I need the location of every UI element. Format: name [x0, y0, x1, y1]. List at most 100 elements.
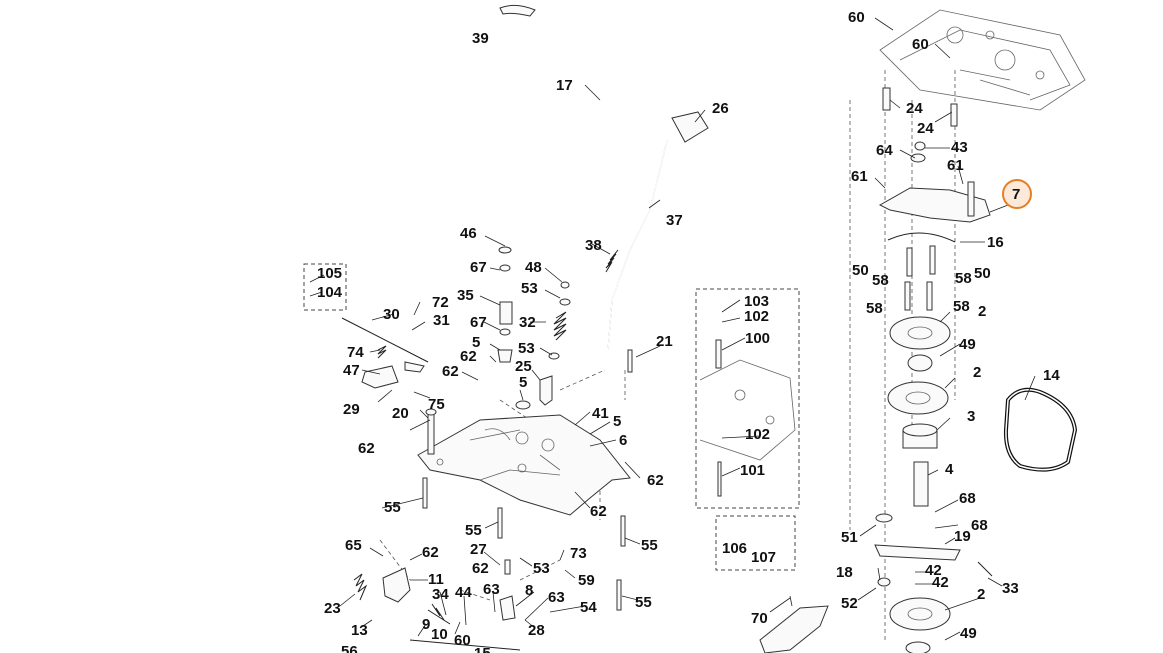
label-7[interactable]: 7 — [1012, 186, 1020, 203]
label-35[interactable]: 35 — [457, 287, 474, 304]
label-62[interactable]: 62 — [590, 503, 607, 520]
label-62[interactable]: 62 — [460, 348, 477, 365]
label-107[interactable]: 107 — [751, 549, 776, 566]
label-6[interactable]: 6 — [619, 432, 627, 449]
label-61[interactable]: 61 — [947, 157, 964, 174]
label-105[interactable]: 105 — [317, 265, 342, 282]
label-67[interactable]: 67 — [470, 314, 487, 331]
label-58[interactable]: 58 — [955, 270, 972, 287]
highlight-callout-7[interactable] — [1002, 179, 1032, 209]
label-53[interactable]: 53 — [521, 280, 538, 297]
label-55[interactable]: 55 — [641, 537, 658, 554]
label-49[interactable]: 49 — [959, 336, 976, 353]
label-58[interactable]: 58 — [953, 298, 970, 315]
label-28[interactable]: 28 — [528, 622, 545, 639]
label-18[interactable]: 18 — [836, 564, 853, 581]
label-74[interactable]: 74 — [347, 344, 364, 361]
label-2[interactable]: 2 — [973, 364, 981, 381]
label-60[interactable]: 60 — [848, 9, 865, 26]
label-9[interactable]: 9 — [422, 616, 430, 633]
label-60[interactable]: 60 — [912, 36, 929, 53]
label-49[interactable]: 49 — [960, 625, 977, 642]
label-50[interactable]: 50 — [974, 265, 991, 282]
label-62[interactable]: 62 — [358, 440, 375, 457]
label-63[interactable]: 63 — [548, 589, 565, 606]
label-38[interactable]: 38 — [585, 237, 602, 254]
label-2[interactable]: 2 — [978, 303, 986, 320]
label-16[interactable]: 16 — [987, 234, 1004, 251]
label-103[interactable]: 103 — [744, 293, 769, 310]
label-102[interactable]: 102 — [744, 308, 769, 325]
label-61[interactable]: 61 — [851, 168, 868, 185]
label-5[interactable]: 5 — [519, 374, 527, 391]
label-33[interactable]: 33 — [1002, 580, 1019, 597]
label-39[interactable]: 39 — [472, 30, 489, 47]
label-5[interactable]: 5 — [613, 413, 621, 430]
label-3[interactable]: 3 — [967, 408, 975, 425]
label-60[interactable]: 60 — [454, 632, 471, 649]
label-23[interactable]: 23 — [324, 600, 341, 617]
label-62[interactable]: 62 — [647, 472, 664, 489]
label-42[interactable]: 42 — [925, 562, 942, 579]
label-54[interactable]: 54 — [580, 599, 597, 616]
label-62[interactable]: 62 — [442, 363, 459, 380]
label-47[interactable]: 47 — [343, 362, 360, 379]
label-65[interactable]: 65 — [345, 537, 362, 554]
label-27[interactable]: 27 — [470, 541, 487, 558]
label-8[interactable]: 8 — [525, 582, 533, 599]
label-104[interactable]: 104 — [317, 284, 343, 301]
label-29[interactable]: 29 — [343, 401, 360, 418]
label-44[interactable]: 44 — [455, 584, 472, 601]
label-30[interactable]: 30 — [383, 306, 400, 323]
label-55[interactable]: 55 — [635, 594, 652, 611]
label-51[interactable]: 51 — [841, 529, 858, 546]
label-4[interactable]: 4 — [945, 461, 954, 478]
label-43[interactable]: 43 — [951, 139, 968, 156]
label-75[interactable]: 75 — [428, 396, 445, 413]
label-72[interactable]: 72 — [432, 294, 449, 311]
label-26[interactable]: 26 — [712, 100, 729, 117]
label-106[interactable]: 106 — [722, 540, 747, 557]
label-5[interactable]: 5 — [472, 334, 480, 351]
label-11[interactable]: 11 — [428, 571, 444, 588]
label-41[interactable]: 41 — [592, 405, 609, 422]
label-56[interactable]: 56 — [341, 643, 358, 653]
label-59[interactable]: 59 — [578, 572, 595, 589]
label-62[interactable]: 62 — [472, 560, 489, 577]
label-20[interactable]: 20 — [392, 405, 409, 422]
label-52[interactable]: 52 — [841, 595, 858, 612]
label-21[interactable]: 21 — [656, 333, 673, 350]
label-42[interactable]: 42 — [932, 574, 949, 591]
label-101[interactable]: 101 — [740, 462, 765, 479]
label-102[interactable]: 102 — [745, 426, 770, 443]
label-70[interactable]: 70 — [751, 610, 768, 627]
label-46[interactable]: 46 — [460, 225, 477, 242]
label-32[interactable]: 32 — [519, 314, 536, 331]
label-55[interactable]: 55 — [384, 499, 401, 516]
label-100[interactable]: 100 — [745, 330, 770, 347]
label-2[interactable]: 2 — [977, 586, 985, 603]
label-25[interactable]: 25 — [515, 358, 532, 375]
label-24[interactable]: 24 — [917, 120, 934, 137]
label-10[interactable]: 10 — [431, 626, 448, 643]
label-64[interactable]: 64 — [876, 142, 893, 159]
label-14[interactable]: 14 — [1043, 367, 1060, 384]
label-17[interactable]: 17 — [556, 77, 573, 94]
label-19[interactable]: 19 — [954, 528, 971, 545]
label-63[interactable]: 63 — [483, 581, 500, 598]
label-53[interactable]: 53 — [518, 340, 535, 357]
label-34[interactable]: 34 — [432, 586, 449, 603]
label-55[interactable]: 55 — [465, 522, 482, 539]
label-15[interactable]: 15 — [474, 645, 491, 653]
label-58[interactable]: 58 — [866, 300, 883, 317]
label-62[interactable]: 62 — [422, 544, 439, 561]
label-68[interactable]: 68 — [959, 490, 976, 507]
label-31[interactable]: 31 — [433, 312, 450, 329]
label-68[interactable]: 68 — [971, 517, 988, 534]
label-67[interactable]: 67 — [470, 259, 487, 276]
label-53[interactable]: 53 — [533, 560, 550, 577]
label-13[interactable]: 13 — [351, 622, 368, 639]
label-50[interactable]: 50 — [852, 262, 869, 279]
label-73[interactable]: 73 — [570, 545, 587, 562]
label-37[interactable]: 37 — [666, 212, 683, 229]
